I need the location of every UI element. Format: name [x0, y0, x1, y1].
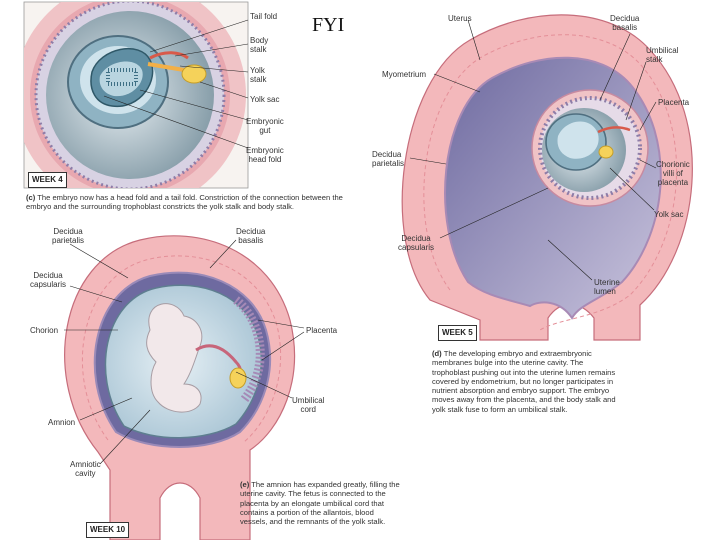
label-placenta-d: Placenta	[658, 98, 690, 107]
label-umbilical-cord: Umbilical cord	[292, 396, 325, 414]
body-stalk	[149, 51, 189, 60]
label-tail-fold: Tail fold	[250, 12, 278, 21]
caption-e-text: The amnion has expanded greatly, filling…	[240, 480, 400, 527]
caption-c-letter: (c)	[26, 193, 36, 202]
week-10-badge: WEEK 10	[86, 522, 130, 538]
label-decidua-capsularis-d: Decidua capsularis	[398, 234, 435, 252]
label-yolk-stalk: Yolk stalk	[250, 66, 267, 84]
caption-c-text: The embryo now has a head fold and a tai…	[26, 193, 343, 212]
label-decidua-parietalis-e: Decidua parietalis	[52, 227, 85, 245]
label-yolk-sac-c: Yolk sac	[250, 95, 280, 104]
panel-d-illustration	[401, 14, 693, 341]
label-uterus: Uterus	[448, 14, 472, 23]
label-body-stalk: Body stalk	[250, 36, 269, 54]
label-amnion: Amnion	[48, 418, 76, 427]
week-5-badge: WEEK 5	[438, 325, 477, 341]
label-decidua-capsularis-e: Decidua capsularis	[30, 271, 67, 289]
label-decidua-basalis-e: Decidua basalis	[236, 227, 266, 245]
panel-e-illustration	[64, 235, 296, 540]
yolk-stalk	[147, 62, 185, 72]
placenta-week10	[233, 296, 265, 403]
fyi-label: FYI	[312, 14, 345, 36]
yolk-sac-week10	[229, 367, 247, 389]
caption-e: (e) The amnion has expanded greatly, fil…	[240, 480, 400, 526]
label-chorionic-villi: Chorionic villi of placenta	[656, 160, 690, 187]
myometrium-line	[423, 34, 678, 331]
caption-d-letter: (d)	[432, 349, 442, 358]
label-uterine-lumen: Uterine lumen	[594, 278, 620, 296]
panel-c-illustration	[23, 1, 249, 189]
label-decidua-parietalis-d: Decidua parietalis	[372, 150, 405, 168]
caption-e-letter: (e)	[240, 480, 250, 489]
label-yolk-sac-d: Yolk sac	[654, 210, 684, 219]
caption-c: (c) The embryo now has a head fold and a…	[26, 193, 366, 212]
label-chorion: Chorion	[30, 326, 59, 335]
label-embryonic-head-fold: Embryonic head fold	[246, 146, 284, 164]
label-decidua-basalis-d: Decidua basalis	[610, 14, 640, 32]
caption-d: (d) The developing embryo and extraembry…	[432, 349, 622, 414]
fetus	[146, 303, 203, 413]
yolk-sac-week5	[598, 145, 614, 159]
yolk-sac	[181, 64, 207, 84]
umbilical-stalk	[597, 126, 631, 134]
label-myometrium: Myometrium	[382, 70, 427, 79]
label-leader-lines	[64, 19, 657, 465]
label-amniotic-cavity: Amniotic cavity	[70, 460, 101, 478]
caption-d-text: The developing embryo and extraembryonic…	[432, 349, 616, 414]
label-embryonic-gut: Embryonic gut	[246, 117, 284, 135]
label-placenta-e: Placenta	[306, 326, 338, 335]
label-umbilical-stalk: Umbilical stalk	[646, 46, 679, 64]
week-4-badge: WEEK 4	[28, 172, 67, 188]
